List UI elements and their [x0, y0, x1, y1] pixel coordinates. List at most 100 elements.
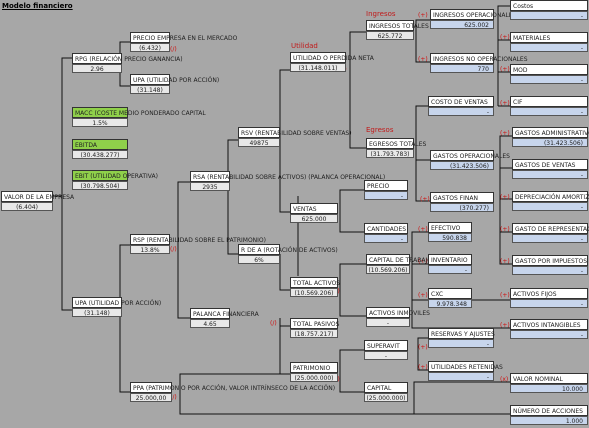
- node-ebitda: EBITDA: [72, 139, 128, 150]
- node-costos: Costos: [510, 0, 588, 11]
- node-ingresos-no-operacionales: INGRESOS NO OPERACIONALES: [430, 53, 528, 64]
- op-ing-no-oper: (+): [418, 56, 428, 63]
- node-costo-ventas: COSTO DE VENTAS: [428, 96, 494, 107]
- op-rsp: (/): [170, 246, 177, 253]
- value-upa-bottom: (31.148): [72, 308, 122, 317]
- value-palanca-financiera: 4.65: [190, 319, 230, 328]
- node-rpg: RPG (RELACIÓN PRECIO GANANCIA): [72, 53, 183, 64]
- node-cantidades: CANTIDADES: [364, 223, 408, 234]
- node-gastos-ventas: GASTOS DE VENTAS: [512, 159, 588, 170]
- value-numero-acciones: 1.000: [510, 416, 588, 425]
- node-gastos-operacionales: GASTOS OPERACIONALES: [430, 150, 510, 161]
- op-imp: (+): [500, 258, 510, 265]
- node-palanca-financiera: PALANCA FINANCIERA: [190, 308, 259, 319]
- egresos-red-label: Egresos: [366, 126, 394, 134]
- value-macc: 1.5%: [72, 118, 128, 127]
- node-gasto-impuestos: GASTO POR IMPUESTOS: [512, 255, 588, 266]
- node-ventas: VENTAS: [290, 203, 338, 214]
- node-efectivo: EFECTIVO: [428, 222, 472, 233]
- node-ebit: EBIT (UTILIDAD OPERATIVA): [72, 170, 158, 181]
- value-capital-trabajo: (10.569.206): [366, 265, 410, 274]
- value-total-pasivos: (18.757.217): [290, 329, 338, 338]
- value-ebitda: (30.438.277): [72, 150, 128, 159]
- value-gastos-administrativos: (31.423.506): [512, 138, 588, 147]
- node-valor-empresa: VALOR DE LA EMPRESA: [1, 191, 74, 202]
- value-precio-empresa: (6.432): [130, 43, 170, 52]
- op-efectivo: (+): [418, 226, 428, 233]
- node-precio-empresa: PRECIO EMPRESA EN EL MERCADO: [130, 32, 237, 43]
- op-palanca: (/): [270, 320, 277, 327]
- value-rsv: 49875: [238, 138, 280, 147]
- value-upa-top: (31.148): [130, 85, 170, 94]
- node-upa-top: UPA (UTILIDAD POR ACCIÓN): [130, 74, 219, 85]
- value-gasto-representacion: -: [512, 234, 588, 243]
- node-inventario: INVENTARIO: [428, 254, 472, 265]
- node-mod: MOD: [510, 64, 588, 75]
- value-efectivo: 590.838: [428, 233, 472, 242]
- value-activos-inmoviles: -: [366, 318, 410, 327]
- value-ingresos-totales: 625.772: [366, 31, 414, 40]
- node-utilidad-neta: UTILIDAD O PERDIDA NETA: [290, 52, 374, 63]
- value-gastos-financieros: (370.277): [430, 203, 494, 212]
- value-gastos-operacionales: (31.423.506): [430, 161, 494, 170]
- node-upa-bottom: UPA (UTILIDAD POR ACCIÓN): [72, 297, 161, 308]
- value-ingresos-operacionales: 625.002: [430, 20, 494, 29]
- node-gastos-administrativos: GASTOS ADMINISTRATIVOS: [512, 127, 589, 138]
- node-superavit: SUPERAVIT: [364, 340, 408, 351]
- value-activos-fijos: -: [510, 299, 588, 308]
- node-capital: CAPITAL: [364, 382, 408, 393]
- node-total-activos: TOTAL ACTIVOS: [290, 277, 340, 288]
- value-gasto-impuestos: -: [512, 266, 588, 275]
- node-total-pasivos: TOTAL PASIVOS: [290, 318, 339, 329]
- node-activos-fijos: ACTIVOS FIJOS: [510, 288, 588, 299]
- value-utilidad-neta: (31.148.011): [290, 63, 346, 72]
- op-mod: (+): [500, 66, 510, 73]
- value-inventario: -: [428, 265, 472, 274]
- node-capital-trabajo: CAPITAL DE TRABAJO: [366, 254, 432, 265]
- node-numero-acciones: NÚMERO DE ACCIONES: [510, 405, 588, 416]
- node-gasto-representacion: GASTO DE REPRESENTACIÓN: [512, 223, 589, 234]
- utilidad-red-label: Utilidad: [291, 42, 318, 50]
- node-gastos-financieros: GASTOS FINAN: [430, 192, 494, 203]
- op-gastos-fin: (+): [420, 196, 430, 203]
- value-total-activos: (10.569.206): [290, 288, 338, 297]
- value-superavit: -: [364, 351, 408, 360]
- node-reservas-ajustes: RESERVAS Y AJUSTES: [428, 328, 495, 339]
- value-valor-nominal: 10.000: [510, 384, 588, 393]
- op-precio: (/): [170, 46, 177, 53]
- value-activos-intangibles: -: [510, 330, 588, 339]
- page-title: Modelo financiero: [2, 2, 73, 10]
- value-egresos-totales: (31.793.783): [366, 149, 414, 158]
- node-ppa: PPA (PATRIMONIO POR ACCIÓN, VALOR INTRÍN…: [130, 382, 335, 393]
- value-capital: (25.000.000): [364, 393, 408, 402]
- value-ebit: (30.798.504): [72, 181, 128, 190]
- op-inventario: (+): [418, 258, 428, 265]
- value-rdea: 6%: [238, 255, 280, 264]
- op-costos: (+): [500, 34, 510, 41]
- value-patrimonio: (25.000.000): [290, 373, 338, 382]
- op-activos-fijos: (+): [500, 292, 510, 299]
- value-cif: -: [510, 107, 588, 116]
- value-costos: -: [510, 11, 588, 20]
- ingresos-red-label: Ingresos: [366, 10, 396, 18]
- value-ventas: 625.000: [290, 214, 338, 223]
- value-depreciacion: -: [512, 202, 588, 211]
- node-ingresos-operacionales: INGRESOS OPERACIONALES: [430, 9, 516, 20]
- value-valor-empresa: (6.404): [1, 202, 53, 211]
- node-depreciacion: DEPRECIACIÓN AMORTIZACIÓN: [512, 191, 589, 202]
- node-cif: CIF: [510, 96, 588, 107]
- value-cxc: 9.978.348: [428, 299, 472, 308]
- value-rsp: 13.8%: [130, 245, 170, 254]
- value-rsa: 2935: [190, 182, 230, 191]
- node-materiales: MATERIALES: [510, 32, 588, 43]
- node-rsa: RSA (RENTABILIDAD SOBRE ACTIVOS) (PALANC…: [190, 171, 385, 182]
- op-cif: (+): [500, 100, 510, 107]
- value-precio: -: [364, 191, 408, 200]
- node-egresos-totales: EGRESOS TOTALES: [366, 138, 426, 149]
- value-reservas-ajustes: -: [428, 339, 494, 348]
- op-valor-nom: (x): [500, 376, 509, 383]
- op-ppa: (/): [170, 394, 177, 401]
- node-ingresos-totales: INGRESOS TOTALES: [366, 20, 429, 31]
